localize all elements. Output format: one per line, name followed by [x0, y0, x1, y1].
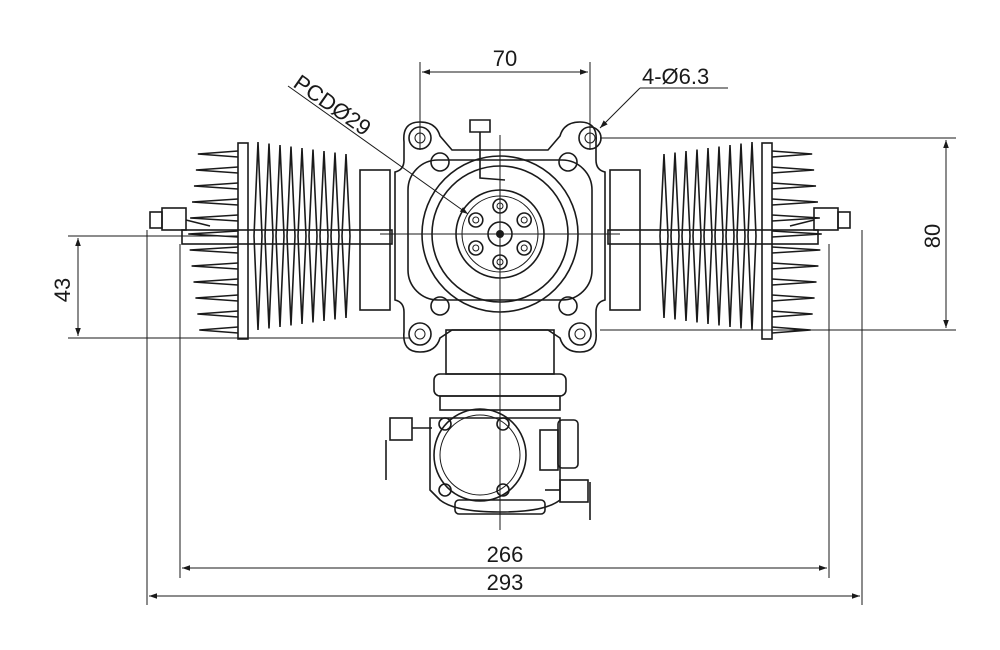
- crankcase: [380, 119, 620, 530]
- dimension-label-70: 70: [493, 46, 517, 71]
- dimension-mount-holes: 4-Ø6.3: [599, 64, 728, 129]
- mount-hole-bottom-right: [568, 322, 592, 346]
- dimension-label-43: 43: [50, 278, 75, 302]
- left-cylinder-barrel-fins: [253, 141, 351, 331]
- left-cylinder-head-fins: [188, 150, 239, 334]
- dimension-266: 266: [179, 244, 830, 578]
- dimension-293: 293: [146, 230, 863, 605]
- right-spark-plug: [789, 207, 851, 231]
- right-cylinder-barrel-fins: [659, 141, 757, 331]
- dimension-label-293: 293: [487, 570, 524, 595]
- dimension-label-mount-holes: 4-Ø6.3: [642, 64, 709, 89]
- left-spark-plug: [149, 207, 211, 231]
- dimension-label-266: 266: [487, 542, 524, 567]
- carburetor-assembly: [385, 329, 591, 520]
- dimension-43: 43: [50, 235, 410, 339]
- right-cylinder: [607, 141, 851, 340]
- dimension-70: 70: [419, 46, 591, 150]
- dimension-label-80: 80: [920, 224, 945, 248]
- left-cylinder: [149, 141, 393, 340]
- mount-hole-bottom-left: [408, 322, 432, 346]
- dimension-label-pcd: PCDØ29: [289, 70, 375, 141]
- dimension-80: 80: [600, 137, 956, 331]
- right-cylinder-head-fins: [771, 150, 822, 334]
